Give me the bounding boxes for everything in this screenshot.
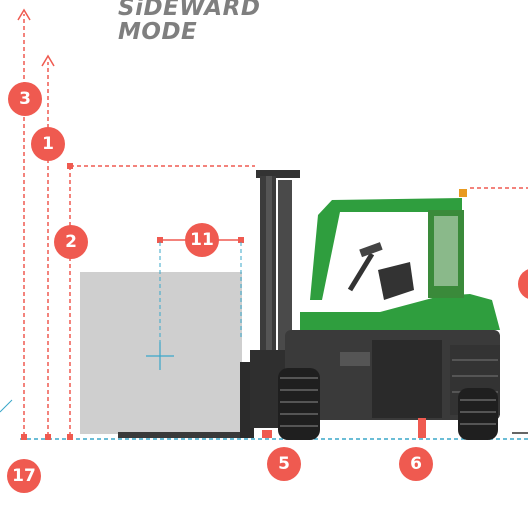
machine-body	[300, 189, 500, 330]
chassis	[285, 330, 500, 438]
mode-title: SiDEWARD MODE	[118, 0, 260, 44]
badge-6: 6	[399, 447, 433, 481]
dimension-1	[41, 54, 55, 440]
rear-wheel	[458, 388, 498, 440]
load-center-mark	[146, 342, 174, 370]
badge-partial-right	[518, 269, 528, 299]
badge-11: 11	[185, 223, 219, 257]
badge-1: 1	[31, 127, 65, 161]
dimension-2	[67, 163, 255, 440]
dimension-3	[17, 8, 31, 440]
load-block	[80, 272, 242, 434]
mode-title-line1: SiDEWARD	[118, 0, 261, 21]
badge-3: 3	[8, 82, 42, 116]
mode-title-line2: MODE	[118, 19, 198, 45]
badge-17: 17	[7, 459, 41, 493]
front-wheel	[278, 368, 320, 440]
badge-5: 5	[267, 447, 301, 481]
left-reference-line	[0, 399, 13, 413]
badge-2: 2	[54, 225, 88, 259]
